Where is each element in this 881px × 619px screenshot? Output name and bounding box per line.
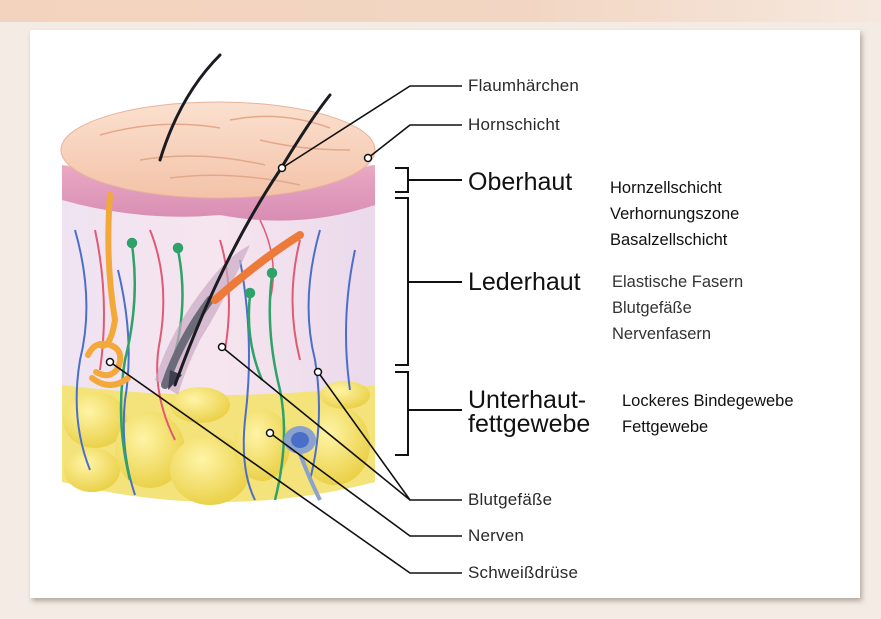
lederhaut-item: Elastische Fasern	[612, 269, 743, 295]
oberhaut-item: Basalzellschicht	[610, 227, 739, 253]
unterhaut-item: Lockeres Bindegewebe	[622, 388, 794, 414]
oberhaut-items: Hornzellschicht Verhornungszone Basalzel…	[610, 175, 739, 253]
label-flaumhaerchen: Flaumhärchen	[468, 76, 579, 96]
layer-title-unterhaut-line1: Unterhaut-	[468, 388, 590, 412]
layer-title-oberhaut: Oberhaut	[468, 170, 572, 194]
fat-layer	[62, 381, 375, 505]
layer-title-lederhaut: Lederhaut	[468, 270, 581, 294]
label-nerven: Nerven	[468, 526, 524, 546]
unterhaut-item: Fettgewebe	[622, 414, 794, 440]
label-hornschicht: Hornschicht	[468, 115, 560, 135]
layer-title-unterhaut: Unterhaut- fettgewebe	[468, 388, 590, 436]
oberhaut-item: Verhornungszone	[610, 201, 739, 227]
layer-brackets	[395, 168, 462, 455]
label-schweissdruese: Schweißdrüse	[468, 563, 578, 583]
lederhaut-items: Elastische Fasern Blutgefäße Nervenfaser…	[612, 269, 743, 347]
lederhaut-item: Blutgefäße	[612, 295, 743, 321]
layer-title-unterhaut-line2: fettgewebe	[468, 412, 590, 436]
lederhaut-item: Nervenfasern	[612, 321, 743, 347]
skin-surface	[61, 102, 375, 198]
label-blutgefaesse: Blutgefäße	[468, 490, 552, 510]
unterhaut-items: Lockeres Bindegewebe Fettgewebe	[622, 388, 794, 440]
oberhaut-item: Hornzellschicht	[610, 175, 739, 201]
